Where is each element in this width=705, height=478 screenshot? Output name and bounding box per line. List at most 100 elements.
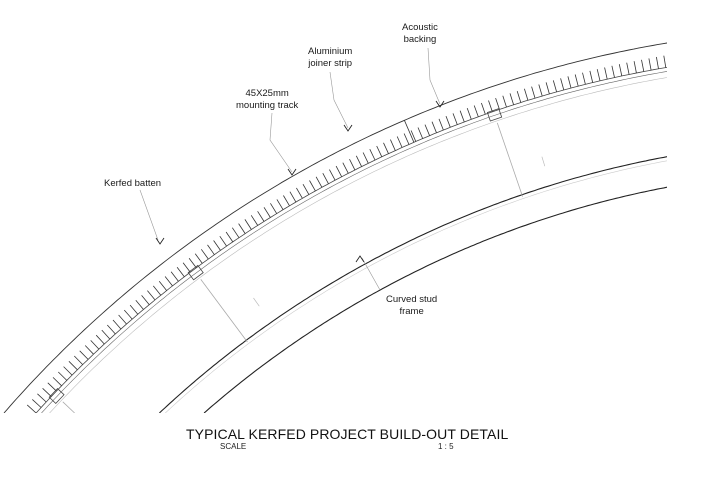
- kerf-tick: [147, 290, 156, 301]
- kerf-tick: [383, 142, 389, 154]
- kerf-tick: [200, 249, 209, 260]
- label-curved-stud: Curved stud frame: [386, 294, 438, 317]
- kerf-tick: [182, 262, 191, 273]
- kerf-tick: [207, 244, 215, 255]
- kerf-tick: [509, 93, 514, 105]
- kerf-tick: [567, 76, 572, 89]
- acoustic-backing-line: [49, 77, 667, 413]
- kerf-tick: [459, 110, 465, 123]
- kerf-tick: [58, 371, 68, 381]
- kerf-tick: [545, 82, 550, 95]
- kerf-tick: [188, 257, 197, 269]
- kerf-tick: [47, 382, 57, 392]
- stud-member: [200, 279, 248, 343]
- joiner-strip-marker: [404, 120, 415, 143]
- kerf-tick: [176, 266, 185, 278]
- kerf-tick: [552, 80, 557, 93]
- kerf-tick: [349, 159, 356, 171]
- kerf-tick: [611, 65, 615, 78]
- kerf-tick: [257, 211, 265, 222]
- leader-acoustic-backing: [427, 47, 441, 105]
- label-acoustic-backing: Acoustic backing: [402, 22, 438, 45]
- kerf-tick: [26, 404, 37, 413]
- arrow-curved-stud: [355, 255, 365, 263]
- kerf-tick: [342, 162, 349, 174]
- joiner-bracket: [486, 108, 503, 122]
- batten-inner-edge: [35, 67, 667, 413]
- kerf-tick: [194, 253, 203, 264]
- kerf-tick: [531, 86, 536, 99]
- stud-member: [62, 401, 75, 413]
- kerf-tick: [276, 199, 284, 210]
- stud-member: [496, 122, 523, 197]
- kerf-tick: [604, 67, 608, 80]
- kerf-tick: [516, 90, 522, 103]
- kerf-tick: [452, 113, 458, 125]
- kerf-tick: [445, 115, 451, 128]
- kerf-tick: [376, 145, 383, 157]
- kerf-tick: [466, 107, 472, 120]
- kerf-tick: [488, 100, 493, 113]
- kerf-tick: [495, 97, 500, 110]
- kerf-tick: [123, 309, 133, 320]
- kerf-tick: [656, 56, 659, 69]
- stud-tick: [253, 297, 260, 307]
- kerf-tick: [481, 102, 486, 115]
- kerf-tick: [424, 124, 430, 136]
- stud-frame-inner-arc: [203, 186, 667, 413]
- kerf-tick: [396, 136, 403, 148]
- kerf-tick: [68, 361, 78, 371]
- kerf-tick: [618, 64, 623, 77]
- kerf-tick: [648, 58, 652, 71]
- kerf-tick: [90, 340, 100, 350]
- leader-aluminium-joiner: [329, 71, 349, 129]
- label-kerfed-batten: Kerfed batten: [104, 178, 162, 189]
- kerf-tick: [32, 399, 42, 408]
- label-aluminium-joiner: Aluminium joiner strip: [308, 46, 353, 69]
- batten-outer-edge: [3, 42, 667, 413]
- kerf-tick: [315, 176, 323, 188]
- kerf-tick: [574, 74, 579, 87]
- stud-tick: [541, 156, 546, 167]
- kerf-tick: [390, 139, 396, 151]
- kerf-tick: [112, 319, 122, 330]
- leader-curved-stud: [361, 257, 381, 291]
- kerf-tick: [309, 180, 316, 192]
- kerf-tick: [329, 169, 336, 181]
- drawing-title: TYPICAL KERFED PROJECT BUILD-OUT DETAIL: [186, 426, 509, 442]
- stud-frame-outer-arc: [159, 156, 667, 413]
- kerf-tick: [79, 350, 89, 360]
- kerf-tick: [410, 130, 417, 142]
- kerf-tick: [84, 345, 94, 355]
- kerf-tick: [270, 203, 278, 214]
- kerf-tick: [219, 235, 227, 247]
- kerf-tick: [63, 366, 73, 376]
- kerf-tick: [158, 280, 168, 291]
- kerf-tick: [52, 377, 62, 387]
- kerf-tick: [438, 118, 444, 131]
- kerf-tick: [225, 231, 234, 243]
- kerf-tick: [289, 191, 297, 203]
- kerf-tick: [524, 88, 529, 101]
- kerf-tick: [95, 334, 105, 345]
- kerf-tick: [417, 127, 424, 139]
- leader-kerfed-batten: [139, 189, 159, 241]
- kerf-tick: [164, 276, 173, 287]
- kerf-tick: [135, 300, 144, 310]
- kerf-tick: [538, 84, 543, 97]
- stud-frame-light-arc: [165, 160, 667, 413]
- kerf-tick: [118, 314, 127, 325]
- kerf-tick: [296, 187, 303, 199]
- scale-label: SCALE: [220, 442, 247, 451]
- kerf-tick: [362, 152, 369, 164]
- kerf-tick: [641, 59, 645, 72]
- kerf-tick: [589, 70, 594, 83]
- arrow-acoustic-backing: [435, 100, 445, 108]
- kerf-tick: [213, 240, 221, 251]
- kerf-tick: [369, 149, 376, 161]
- kerf-tick: [42, 388, 52, 397]
- kerf-tick: [74, 355, 83, 365]
- kerf-tick: [322, 173, 329, 184]
- arrow-mounting-track: [287, 168, 297, 176]
